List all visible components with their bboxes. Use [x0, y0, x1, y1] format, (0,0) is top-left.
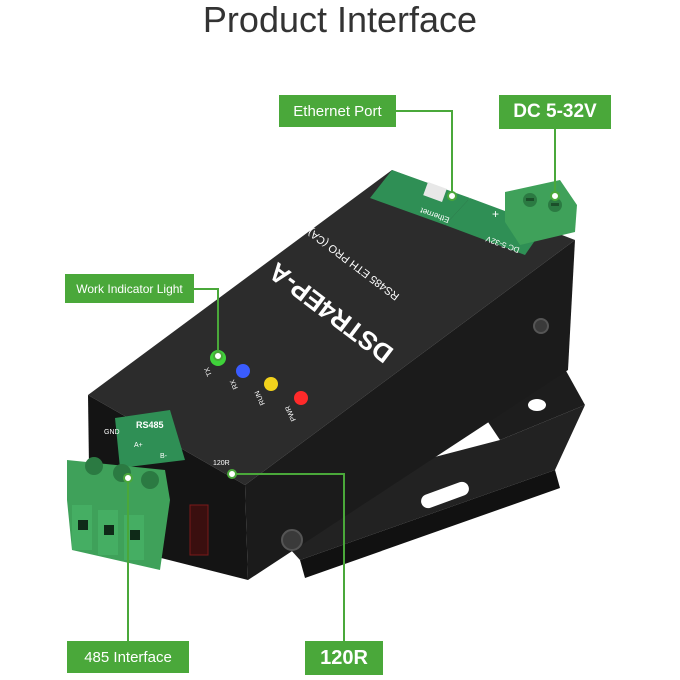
120r-leader: [232, 473, 345, 641]
led-rx-label: RX: [229, 378, 240, 390]
switch-plate-label: 120R: [213, 460, 230, 467]
work-indicator-callout: Work Indicator Light: [65, 274, 194, 303]
rs485-pin-a: A+: [134, 442, 143, 449]
led-rx: [236, 364, 250, 378]
rs485-pin-gnd: GND: [104, 429, 120, 436]
rs485-interface-callout: 485 Interface: [67, 641, 189, 673]
work-light-leader: [194, 288, 219, 356]
dc-terminal-block: [505, 180, 577, 245]
ethernet-leader: [396, 110, 453, 196]
rs485-terminal-block: [67, 457, 170, 570]
led-tx-label: TX: [204, 366, 214, 377]
page-title: Product Interface: [202, 0, 478, 40]
rs485-plate-label: RS485: [136, 420, 164, 430]
dc-power-callout: DC 5-32V: [499, 95, 611, 129]
ethernet-jack: [423, 182, 447, 202]
ethernet-port-callout: Ethernet Port: [279, 95, 396, 127]
rs485-pin-b: B-: [160, 453, 168, 460]
led-run: [264, 377, 278, 391]
led-pwr: [294, 391, 308, 405]
dc-plus-label: +: [492, 207, 499, 221]
termination-120r-callout: 120R: [305, 641, 383, 675]
side-screw: [281, 529, 303, 551]
callout-lines: [123, 110, 560, 641]
dip-switch: [189, 504, 209, 556]
